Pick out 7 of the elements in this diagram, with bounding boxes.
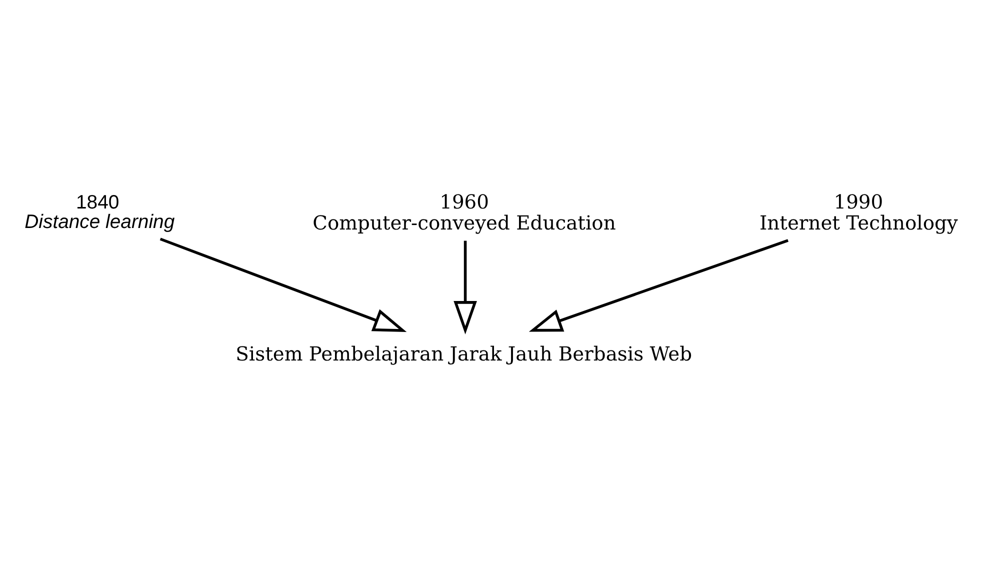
node-text: 1840 Distance learning — [24, 191, 175, 233]
node-text: 1960 Computer-conveyed Education — [312, 190, 616, 234]
node-text: Sistem Pembelajaran Jarak Jauh Berbasis Web — [236, 342, 692, 366]
arrow — [454, 240, 477, 334]
arrow — [160, 237, 407, 332]
node-text: 1990 Internet Technology — [759, 190, 958, 234]
arrow — [528, 238, 788, 332]
